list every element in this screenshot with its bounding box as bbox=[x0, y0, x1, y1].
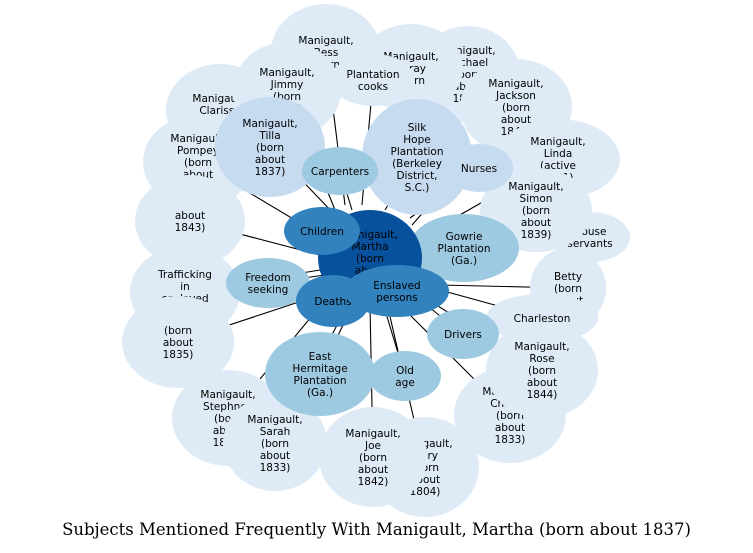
node-charleston-label: Charleston bbox=[514, 313, 571, 325]
node-east-hermitage-shape bbox=[265, 332, 375, 416]
node-deaths-label: Deaths bbox=[314, 296, 351, 308]
node-about-1843-shape bbox=[135, 175, 245, 267]
node-nurses-label: Nurses bbox=[461, 163, 497, 175]
node-gowrie-plantation-shape bbox=[409, 214, 519, 282]
node-carpenters: Carpenters bbox=[302, 147, 378, 195]
node-drivers: Drivers bbox=[427, 309, 499, 359]
node-charleston: Charleston bbox=[486, 294, 598, 342]
node-carpenters-label: Carpenters bbox=[311, 166, 369, 178]
node-nurses: Nurses bbox=[445, 144, 513, 192]
node-tilla-shape bbox=[215, 97, 325, 197]
node-carpenters-shape bbox=[302, 147, 378, 195]
network-diagram: Manigault,Bess(bornManigault,Michael(bor… bbox=[122, 4, 630, 517]
node-freedom-seeking-shape bbox=[226, 258, 310, 308]
node-charleston-shape bbox=[486, 294, 598, 342]
node-joe-shape bbox=[319, 407, 427, 507]
node-enslaved-persons-shape bbox=[345, 265, 449, 317]
node-about-1835-shape bbox=[122, 296, 234, 388]
node-silk-hope-shape bbox=[362, 99, 472, 215]
node-old-age-shape bbox=[369, 351, 441, 401]
node-rose-shape bbox=[486, 322, 598, 418]
node-drivers-shape bbox=[427, 309, 499, 359]
node-layer: Manigault,Bess(bornManigault,Michael(bor… bbox=[122, 4, 630, 517]
node-plantation-cooks-shape bbox=[331, 54, 415, 106]
node-children-label: Children bbox=[300, 226, 344, 238]
node-drivers-label: Drivers bbox=[444, 329, 482, 341]
node-children-shape bbox=[284, 207, 360, 255]
diagram-caption: Subjects Mentioned Frequently With Manig… bbox=[62, 520, 691, 539]
node-nurses-shape bbox=[445, 144, 513, 192]
node-sarah-shape bbox=[223, 395, 327, 491]
node-children: Children bbox=[284, 207, 360, 255]
